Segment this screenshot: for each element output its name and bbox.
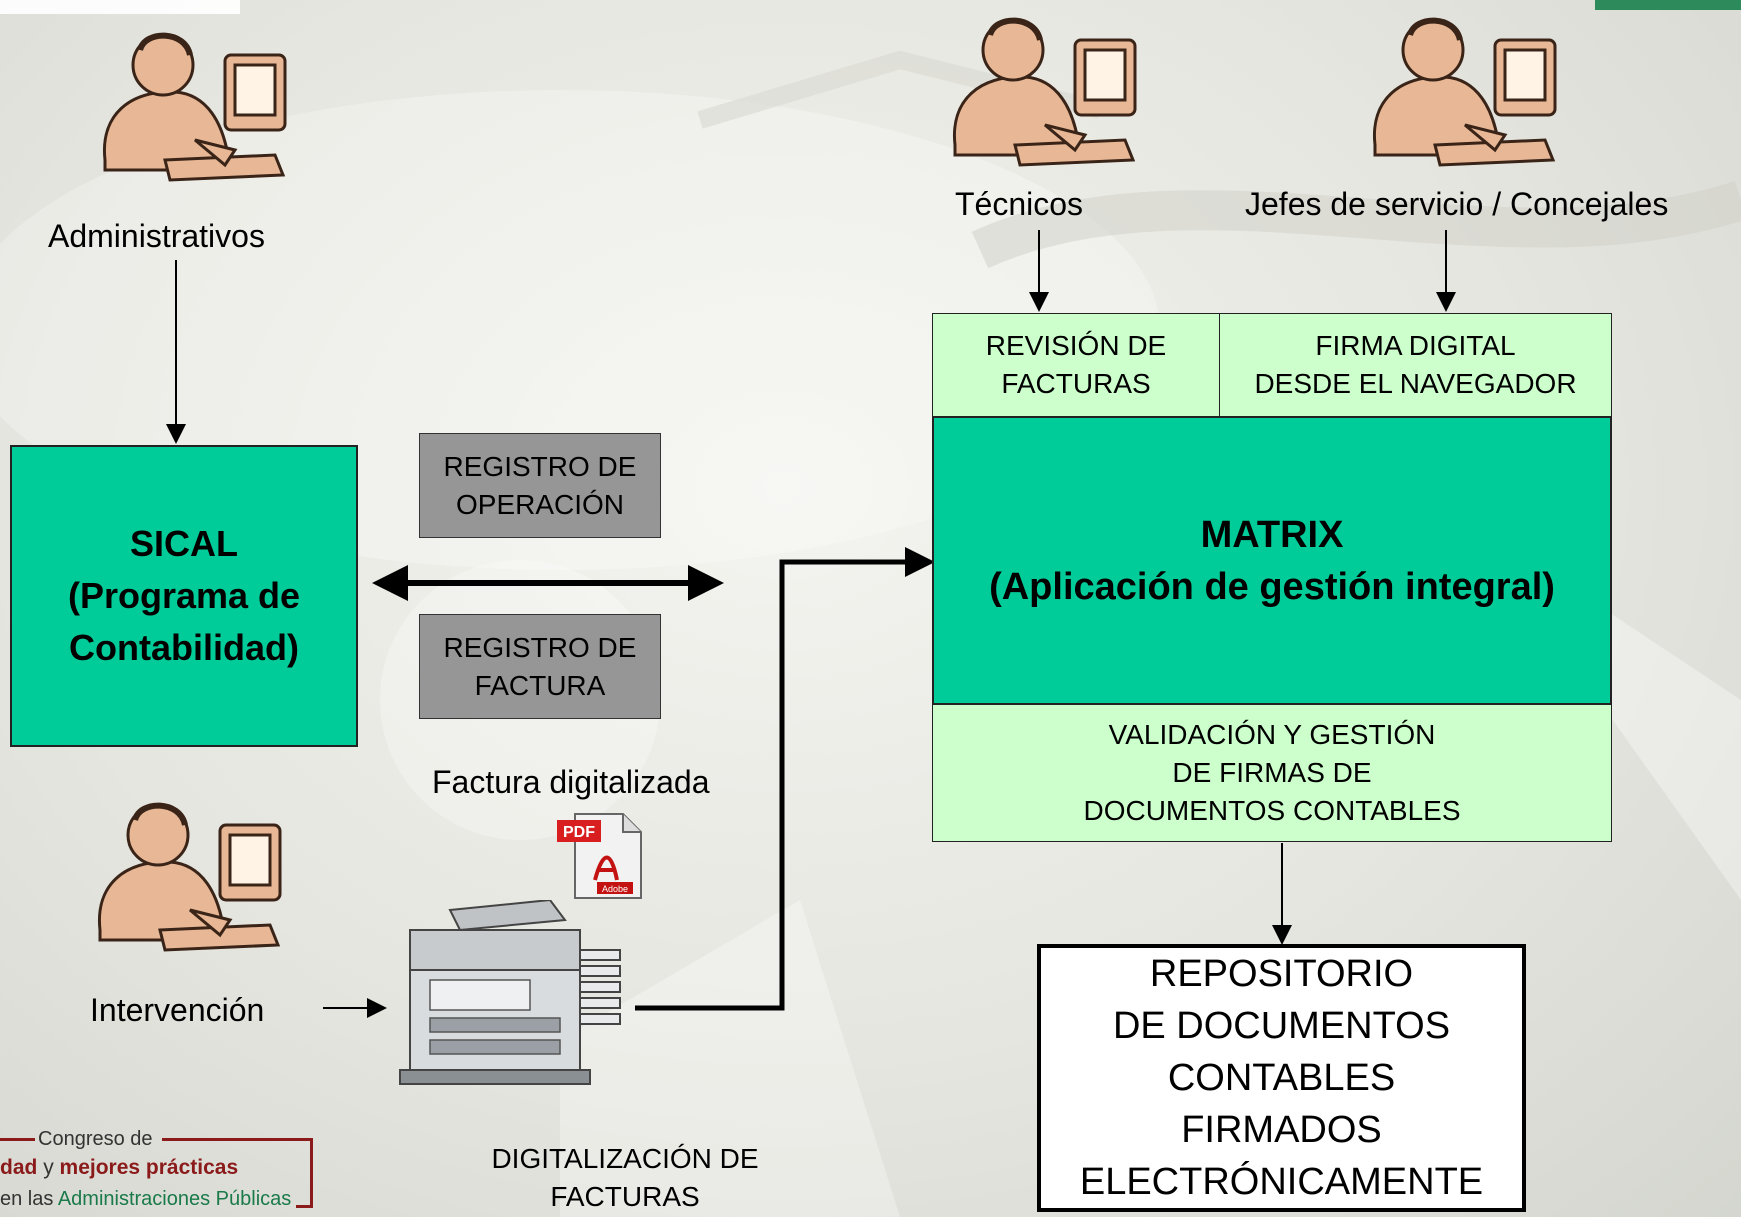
logo-frame-bottom	[296, 1205, 313, 1208]
sical-subtitle-1: (Programa de	[67, 575, 301, 616]
registro-factura-line1: REGISTRO DE	[443, 631, 637, 663]
sical-subtitle-2: Contabilidad)	[69, 627, 299, 668]
firma-line2: DESDE EL NAVEGADOR	[1254, 368, 1577, 399]
registro-factura-line2: FACTURA	[474, 669, 606, 701]
pdf-file-icon: PDF Adobe	[557, 813, 642, 899]
repositorio-box[interactable]: REPOSITORIO DE DOCUMENTOS CONTABLES FIRM…	[1037, 944, 1526, 1212]
validacion-box[interactable]: VALIDACIÓN Y GESTIÓN DE FIRMAS DE DOCUME…	[932, 704, 1612, 842]
digitalizacion-line1: DIGITALIZACIÓN DE	[491, 1143, 759, 1174]
digitalizacion-label: DIGITALIZACIÓN DE FACTURAS	[460, 1140, 790, 1216]
logo-rule-left	[0, 1138, 35, 1141]
matrix-box[interactable]: MATRIX (Aplicación de gestión integral)	[932, 416, 1612, 705]
role-label-tecnicos: Técnicos	[955, 186, 1084, 222]
firma-digital-box[interactable]: FIRMA DIGITAL DESDE EL NAVEGADOR	[1219, 313, 1612, 417]
administrativo-person-icon	[102, 32, 287, 182]
factura-digitalizada-label: Factura digitalizada	[432, 764, 710, 800]
logo-line2c: mejores prácticas	[59, 1156, 239, 1179]
role-label-intervencion: Intervención	[90, 992, 265, 1028]
digitalizacion-line2: FACTURAS	[550, 1181, 700, 1212]
registro-operacion-line2: OPERACIÓN	[455, 488, 625, 520]
validacion-line3: DOCUMENTOS CONTABLES	[1083, 795, 1461, 826]
pdf-brand-text: Adobe	[602, 884, 628, 894]
validacion-line2: DE FIRMAS DE	[1172, 757, 1372, 788]
sical-title: SICAL	[130, 523, 238, 564]
revision-line1: REVISIÓN DE	[985, 330, 1167, 361]
repositorio-line2: DE DOCUMENTOS	[1112, 1005, 1451, 1047]
registro-factura-box[interactable]: REGISTRO DE FACTURA	[419, 614, 661, 719]
logo-line3b: Administraciones Públicas	[57, 1188, 292, 1210]
scanner-copier-icon	[399, 900, 621, 1085]
repositorio-line3: CONTABLES	[1167, 1057, 1396, 1099]
logo-line2b: y	[43, 1156, 54, 1179]
logo-line2: dad y mejores prácticas	[0, 1156, 238, 1180]
congress-logo: Congreso de dad y mejores prácticas en l…	[0, 1128, 350, 1217]
repositorio-line4: FIRMADOS	[1181, 1109, 1382, 1151]
role-label-jefes: Jefes de servicio / Concejales	[1245, 186, 1669, 222]
logo-line2a: dad	[0, 1156, 38, 1179]
sical-box[interactable]: SICAL (Programa de Contabilidad)	[10, 445, 358, 747]
role-label-administrativos: Administrativos	[48, 218, 265, 254]
tecnico-person-icon	[952, 17, 1137, 167]
logo-line3a: en las	[0, 1188, 54, 1210]
revision-line2: FACTURAS	[1001, 368, 1151, 399]
logo-line1: Congreso de	[38, 1128, 153, 1150]
repositorio-line1: REPOSITORIO	[1149, 953, 1414, 995]
logo-line3: en las Administraciones Públicas	[0, 1188, 291, 1211]
registro-operacion-line1: REGISTRO DE	[443, 450, 637, 482]
registro-operacion-box[interactable]: REGISTRO DE OPERACIÓN	[419, 433, 661, 538]
logo-rule-right	[162, 1138, 312, 1141]
validacion-line1: VALIDACIÓN Y GESTIÓN	[1108, 719, 1436, 750]
pdf-badge-text: PDF	[563, 824, 595, 841]
firma-line1: FIRMA DIGITAL	[1315, 330, 1516, 361]
repositorio-line5: ELECTRÓNICAMENTE	[1079, 1161, 1484, 1203]
logo-frame-right	[310, 1138, 313, 1208]
intervencion-person-icon	[97, 802, 282, 952]
matrix-subtitle: (Aplicación de gestión integral)	[989, 565, 1555, 608]
matrix-title: MATRIX	[1200, 513, 1344, 556]
revision-facturas-box[interactable]: REVISIÓN DE FACTURAS	[932, 313, 1220, 417]
jefe-person-icon	[1372, 17, 1557, 167]
